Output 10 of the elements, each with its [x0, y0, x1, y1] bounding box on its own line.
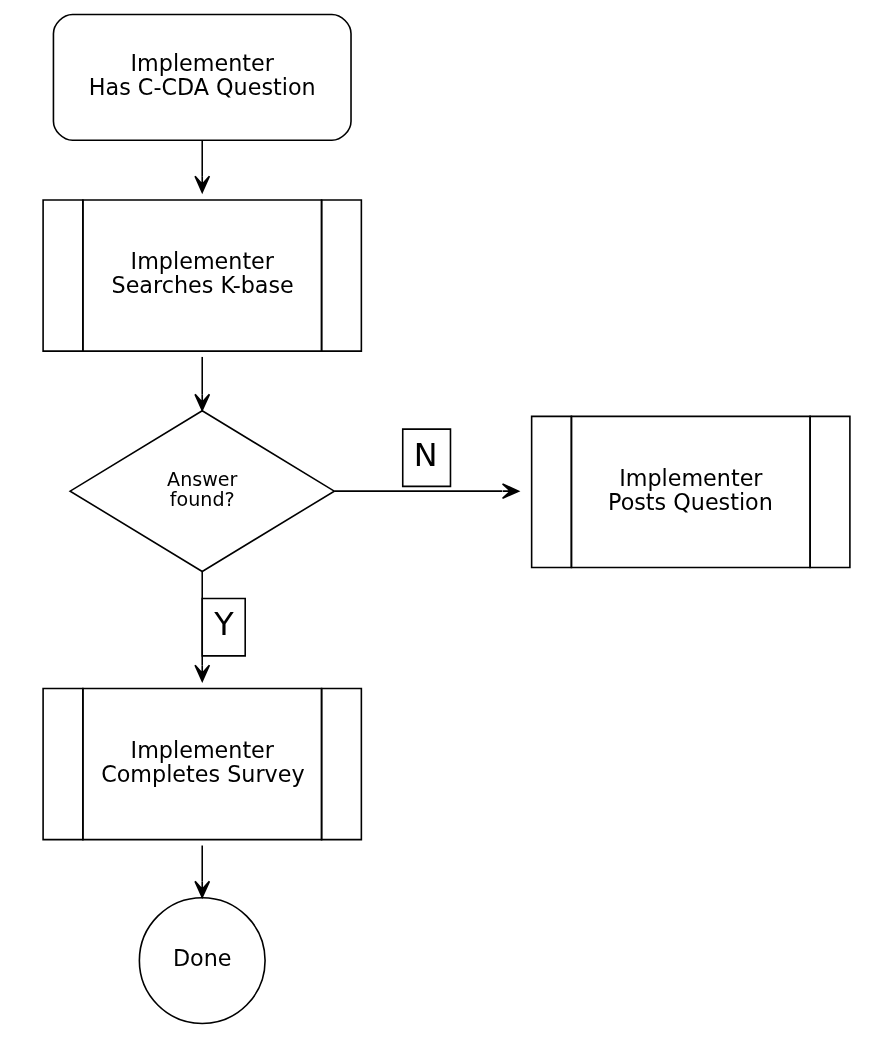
- arrow: [193, 356, 210, 412]
- arrow: [333, 483, 519, 500]
- arrow: [193, 844, 210, 899]
- arrow: [193, 571, 210, 682]
- edge-label: Y: [213, 605, 234, 644]
- arrow: [193, 139, 210, 193]
- node-diamond: Answer found?: [68, 409, 336, 573]
- edge-label: N: [413, 435, 438, 474]
- node-box: Implementer Has C-CDA Question: [52, 13, 352, 142]
- node-circle: Done: [138, 896, 266, 1025]
